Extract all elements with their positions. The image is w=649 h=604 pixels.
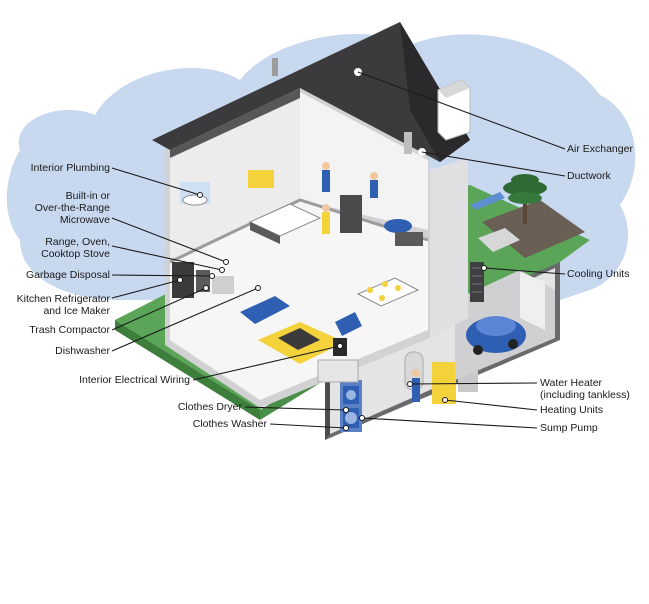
- side-wall: [430, 158, 520, 338]
- roof: [152, 22, 471, 162]
- label-microwave: Built-in or Over-the-Range Microwave: [34, 190, 110, 226]
- label-dishwasher: Dishwasher: [55, 345, 110, 357]
- leader-lines: [111, 71, 566, 429]
- label-trash-compactor: Trash Compactor: [29, 324, 110, 336]
- label-heating-units: Heating Units: [540, 404, 604, 416]
- label-air-exchanger: Air Exchanger: [567, 143, 633, 155]
- label-interior-plumbing: Interior Plumbing: [30, 162, 110, 174]
- leader-dots: [177, 192, 487, 431]
- label-sump-pump: Sump Pump: [540, 422, 598, 434]
- label-cooling-units: Cooling Units: [567, 268, 630, 280]
- house-body: [165, 80, 430, 408]
- label-water-heater: Water Heater (including tankless): [540, 377, 630, 401]
- label-garbage-disposal: Garbage Disposal: [25, 269, 110, 281]
- label-range-oven: Range, Oven, Cooktop Stove: [41, 236, 110, 260]
- label-clothes-dryer: Clothes Dryer: [177, 401, 242, 413]
- label-electrical-wiring: Interior Electrical Wiring: [79, 374, 190, 386]
- label-refrigerator: Kitchen Refrigerator and Ice Maker: [16, 293, 110, 317]
- label-clothes-washer: Clothes Washer: [192, 418, 267, 430]
- label-ductwork: Ductwork: [567, 170, 611, 182]
